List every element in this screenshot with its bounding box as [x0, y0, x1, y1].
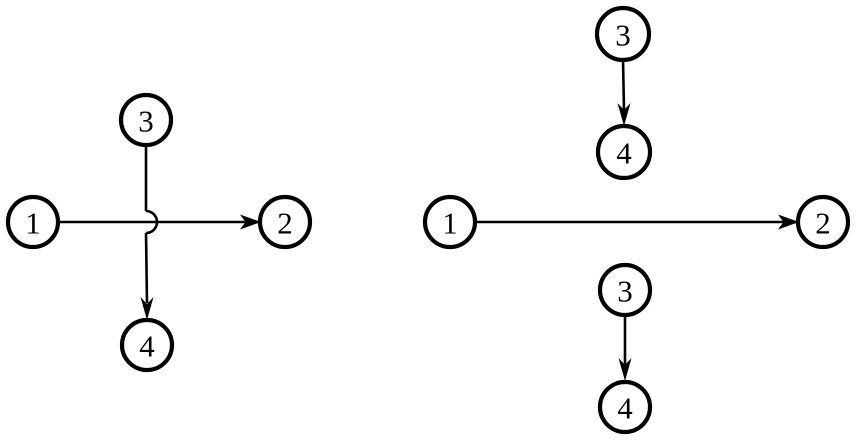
node-3-right-bottom-circle[interactable]: [597, 262, 653, 318]
node-3-left-label: 3: [138, 104, 154, 139]
edge-3-to-4-right-bottom: [618, 315, 632, 381]
edge-1-to-2-right: [475, 214, 801, 230]
node-4-left-label: 4: [139, 329, 155, 364]
node-2-right-label: 2: [815, 206, 831, 241]
node-1-right-circle[interactable]: [422, 194, 478, 250]
node-4-right-top[interactable]: 4: [595, 123, 653, 181]
edge-1-to-2-left: [58, 214, 263, 230]
node-3-right-bottom[interactable]: 3: [597, 262, 653, 318]
node-4-right-top-circle[interactable]: [595, 123, 653, 181]
node-3-right-top-label: 3: [615, 18, 631, 53]
node-4-right-bottom-label: 4: [617, 391, 633, 426]
node-2-left-circle[interactable]: [257, 194, 313, 250]
node-3-right-bottom-label: 3: [617, 274, 633, 309]
node-1-left-label: 1: [25, 206, 41, 241]
node-1-left-circle[interactable]: [5, 194, 61, 250]
edge-3-to-4-left-lower-segment: [144, 232, 149, 304]
right-panel-planarized-diagram: 3 4 1 2: [422, 5, 851, 435]
node-2-right[interactable]: 2: [795, 194, 851, 250]
node-4-right-bottom-circle[interactable]: [597, 379, 653, 435]
edge-crossing-hop-arc: [145, 209, 159, 235]
node-1-right-label: 1: [442, 206, 458, 241]
left-panel-crossing-diagram: 1 2 3 4: [5, 92, 313, 373]
node-2-left[interactable]: 2: [257, 194, 313, 250]
edge-3-to-4-right-top: [617, 59, 631, 126]
node-3-right-top-circle[interactable]: [594, 5, 652, 63]
node-3-left[interactable]: 3: [118, 92, 174, 148]
node-2-left-label: 2: [277, 206, 293, 241]
node-3-left-circle[interactable]: [118, 92, 174, 148]
node-4-left[interactable]: 4: [119, 317, 175, 373]
node-4-right-top-label: 4: [616, 136, 632, 171]
node-1-right[interactable]: 1: [422, 194, 478, 250]
edge-3-to-4-left: [140, 145, 159, 320]
node-1-left[interactable]: 1: [5, 194, 61, 250]
node-4-left-circle[interactable]: [119, 317, 175, 373]
node-2-right-circle[interactable]: [795, 194, 851, 250]
node-4-right-bottom[interactable]: 4: [597, 379, 653, 435]
node-3-right-top[interactable]: 3: [594, 5, 652, 63]
edge-3-to-4-right-top-line: [621, 59, 626, 111]
